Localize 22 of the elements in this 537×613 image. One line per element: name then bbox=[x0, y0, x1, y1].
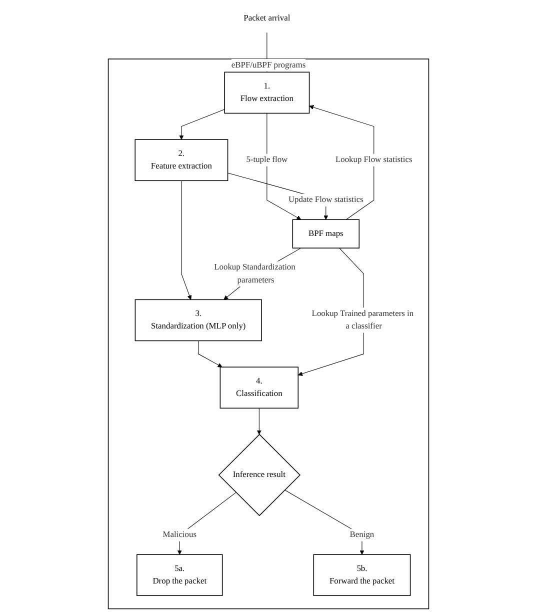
node-box: 5a. Drop the packet bbox=[136, 554, 223, 596]
node-diamond: Inference result bbox=[218, 434, 301, 516]
edge-label: Lookup Flow statistics bbox=[335, 155, 412, 164]
node-box: 3. Standardization (MLP only) bbox=[134, 299, 262, 342]
arrow bbox=[198, 340, 222, 368]
edge-label: Update Flow statistics bbox=[288, 195, 364, 204]
node-box: 5b. Forward the packet bbox=[313, 554, 411, 596]
node-text: Packet arrival bbox=[244, 14, 290, 23]
edge-label: Benign bbox=[350, 530, 374, 540]
arrow bbox=[309, 105, 374, 220]
edge-label: Lookup Standardization parameters bbox=[214, 262, 296, 284]
node-box: 4. Classification bbox=[220, 366, 299, 409]
arrow bbox=[181, 180, 192, 300]
edge-label: 5-tuple flow bbox=[246, 155, 288, 164]
edge-label: Malicious bbox=[162, 530, 196, 540]
node-box: 1. Flow extraction bbox=[224, 72, 310, 114]
edge-label: Lookup Trained parameters in a classifier bbox=[312, 309, 414, 331]
arrow bbox=[179, 109, 225, 140]
arrow bbox=[266, 112, 302, 220]
arrow bbox=[256, 408, 262, 435]
node-box: 2. Feature extraction bbox=[134, 139, 228, 182]
node-box: BPF maps bbox=[292, 219, 360, 248]
